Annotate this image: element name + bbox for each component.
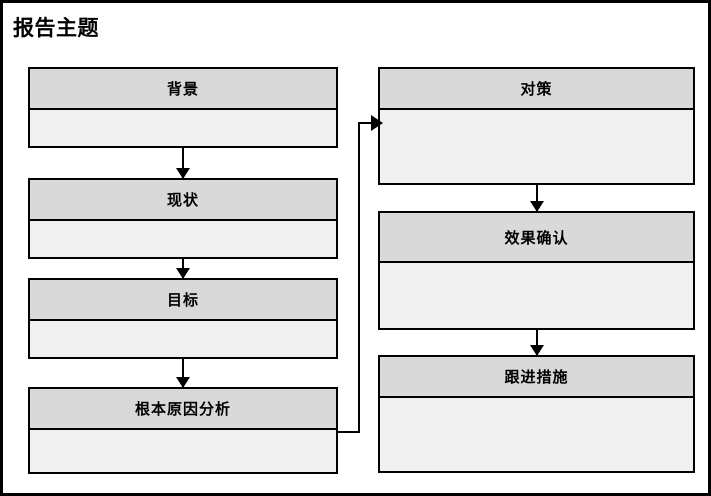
node-background-title: 背景 <box>30 69 336 110</box>
node-current-status[interactable]: 现状 <box>28 178 338 259</box>
node-root-cause-analysis[interactable]: 根本原因分析 <box>28 387 338 474</box>
arrow-stem <box>536 330 538 355</box>
node-goal-title: 目标 <box>30 280 336 321</box>
node-follow-up-action-body[interactable] <box>380 398 693 471</box>
arrow-head-down-icon <box>530 345 544 356</box>
arrow-stem <box>182 359 184 387</box>
node-follow-up-action[interactable]: 跟进措施 <box>378 355 695 473</box>
feedback-connector-line <box>338 122 371 433</box>
arrow-background-to-current <box>175 148 191 179</box>
node-root-cause-analysis-title: 根本原因分析 <box>30 389 336 430</box>
arrow-stem <box>536 185 538 211</box>
node-effect-confirmation-title: 效果确认 <box>380 213 693 263</box>
node-background-body[interactable] <box>30 110 336 146</box>
page-title: 报告主题 <box>13 17 99 40</box>
node-root-cause-analysis-body[interactable] <box>30 430 336 472</box>
node-goal[interactable]: 目标 <box>28 278 338 359</box>
arrow-head-down-icon <box>176 377 190 388</box>
arrow-head-down-icon <box>176 168 190 179</box>
node-goal-body[interactable] <box>30 321 336 357</box>
arrow-effect-to-followup <box>529 330 545 356</box>
node-background[interactable]: 背景 <box>28 67 338 148</box>
node-countermeasure[interactable]: 对策 <box>378 67 695 185</box>
node-effect-confirmation[interactable]: 效果确认 <box>378 211 695 330</box>
node-countermeasure-body[interactable] <box>380 110 693 183</box>
node-current-status-body[interactable] <box>30 221 336 257</box>
arrow-goal-to-rootcause <box>175 359 191 388</box>
arrow-head-down-icon <box>176 268 190 279</box>
node-countermeasure-title: 对策 <box>380 69 693 110</box>
node-effect-confirmation-body[interactable] <box>380 263 693 328</box>
node-current-status-title: 现状 <box>30 180 336 221</box>
arrow-head-down-icon <box>530 201 544 212</box>
node-follow-up-action-title: 跟进措施 <box>380 357 693 398</box>
arrow-stem <box>182 148 184 178</box>
arrow-countermeasure-to-effect <box>529 185 545 212</box>
arrow-current-to-goal <box>175 259 191 279</box>
